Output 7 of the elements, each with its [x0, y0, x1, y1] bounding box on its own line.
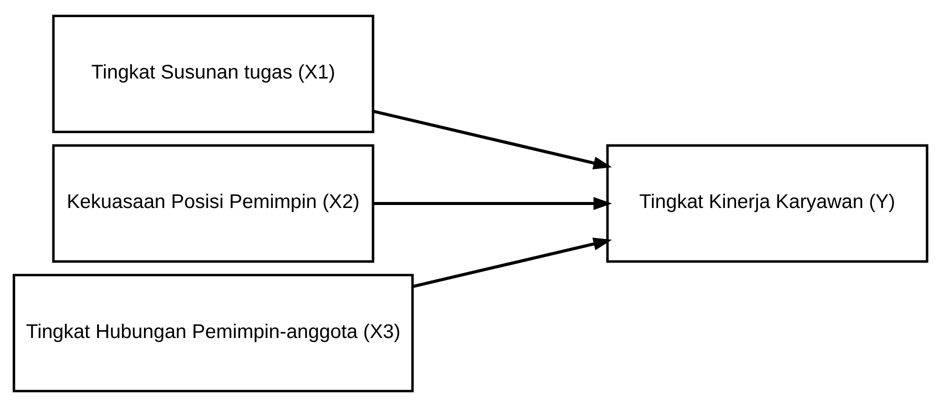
node-box: Tingkat Kinerja Karyawan (Y): [606, 144, 928, 263]
arrow: [372, 110, 612, 170]
node-box: Tingkat Hubungan Pemimpin-anggota (X3): [12, 274, 414, 392]
arrow: [373, 197, 612, 210]
node-box: Kekuasaan Posisi Pemimpin (X2): [52, 144, 374, 263]
node-box: Tingkat Susunan tugas (X1): [52, 14, 374, 134]
arrow: [412, 238, 612, 288]
